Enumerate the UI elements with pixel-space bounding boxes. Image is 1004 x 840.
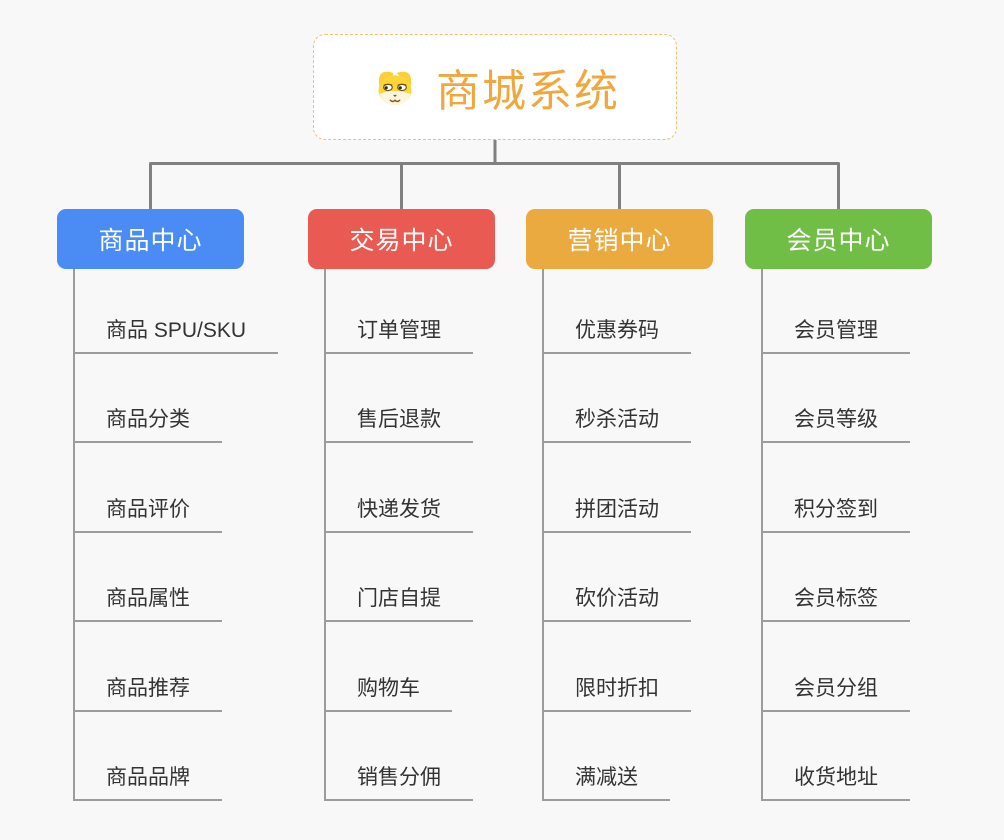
child-topic[interactable]: 快递发货 [308, 443, 473, 533]
child-topic-label: 购物车 [324, 672, 452, 712]
dog-face-icon [378, 71, 412, 105]
child-topic-label: 会员分组 [761, 672, 910, 712]
child-topic[interactable]: 商品分类 [57, 354, 278, 443]
child-topic[interactable]: 订单管理 [308, 264, 473, 354]
child-topic[interactable]: 满减送 [526, 712, 691, 801]
child-topic[interactable]: 销售分佣 [308, 712, 473, 801]
branch-column-members: 会员中心 会员管理会员等级积分签到会员标签会员分组收货地址 [745, 209, 985, 801]
branch-header-products[interactable]: 商品中心 [57, 209, 244, 269]
child-topic-label: 砍价活动 [542, 582, 691, 622]
child-topic-label: 售后退款 [324, 403, 473, 443]
branch-trunk-line [761, 269, 763, 801]
child-topic[interactable]: 购物车 [308, 622, 473, 712]
branch-header-trade[interactable]: 交易中心 [308, 209, 495, 269]
child-topic[interactable]: 积分签到 [745, 443, 910, 533]
child-topic-label: 商品属性 [73, 582, 222, 622]
child-topic-label: 秒杀活动 [542, 403, 691, 443]
child-topic[interactable]: 收货地址 [745, 712, 910, 801]
child-topic-label: 快递发货 [324, 493, 473, 533]
child-topic[interactable]: 商品属性 [57, 533, 278, 622]
child-topic-label: 商品评价 [73, 493, 222, 533]
branch-header-members[interactable]: 会员中心 [745, 209, 932, 269]
child-topic-label: 优惠券码 [542, 314, 691, 354]
child-topic[interactable]: 会员标签 [745, 533, 910, 622]
branch-column-marketing: 营销中心 优惠券码秒杀活动拼团活动砍价活动限时折扣满减送 [526, 209, 766, 801]
child-topic[interactable]: 砍价活动 [526, 533, 691, 622]
child-topic-label: 积分签到 [761, 493, 910, 533]
child-topic-label: 拼团活动 [542, 493, 691, 533]
child-topic[interactable]: 拼团活动 [526, 443, 691, 533]
child-topic[interactable]: 门店自提 [308, 533, 473, 622]
child-topic[interactable]: 会员等级 [745, 354, 910, 443]
child-topic[interactable]: 会员管理 [745, 264, 910, 354]
branch-trunk-line [324, 269, 326, 801]
branch-items: 订单管理售后退款快递发货门店自提购物车销售分佣 [308, 264, 473, 801]
child-topic-label: 销售分佣 [324, 761, 473, 801]
child-topic[interactable]: 商品推荐 [57, 622, 278, 712]
child-topic-label: 会员管理 [761, 314, 910, 354]
branch-items: 优惠券码秒杀活动拼团活动砍价活动限时折扣满减送 [526, 264, 691, 801]
child-topic-label: 满减送 [542, 761, 670, 801]
branch-column-products: 商品中心 商品 SPU/SKU 商品分类商品评价商品属性商品推荐商品品牌 [57, 209, 297, 801]
child-topic-label: 会员等级 [761, 403, 910, 443]
child-topic-label: 会员标签 [761, 582, 910, 622]
child-topic-label: 门店自提 [324, 582, 473, 622]
child-topic[interactable]: 商品品牌 [57, 712, 278, 801]
branch-trunk-line [542, 269, 544, 801]
branch-column-trade: 交易中心 订单管理售后退款快递发货门店自提购物车销售分佣 [308, 209, 548, 801]
child-topic[interactable]: 优惠券码 [526, 264, 691, 354]
child-topic-label: 商品推荐 [73, 672, 222, 712]
root-topic[interactable]: 商城系统 [313, 34, 677, 140]
child-topic-label: 限时折扣 [542, 672, 691, 712]
child-topic-label: 商品品牌 [73, 761, 222, 801]
child-topic-label: 订单管理 [324, 314, 473, 354]
child-topic[interactable]: 秒杀活动 [526, 354, 691, 443]
branch-items: 会员管理会员等级积分签到会员标签会员分组收货地址 [745, 264, 910, 801]
branch-trunk-line [73, 269, 75, 801]
child-topic[interactable]: 限时折扣 [526, 622, 691, 712]
child-topic[interactable]: 售后退款 [308, 354, 473, 443]
child-topic-label: 商品 SPU/SKU [73, 314, 279, 354]
branch-header-marketing[interactable]: 营销中心 [526, 209, 713, 269]
child-topic[interactable]: 商品 SPU/SKU [57, 264, 279, 354]
child-topic-label: 收货地址 [761, 761, 910, 801]
root-topic-title: 商城系统 [436, 67, 620, 116]
child-topic-label: 商品分类 [73, 403, 222, 443]
branch-items: 商品 SPU/SKU 商品分类商品评价商品属性商品推荐商品品牌 [57, 264, 279, 801]
child-topic[interactable]: 会员分组 [745, 622, 910, 712]
child-topic[interactable]: 商品评价 [57, 443, 278, 533]
